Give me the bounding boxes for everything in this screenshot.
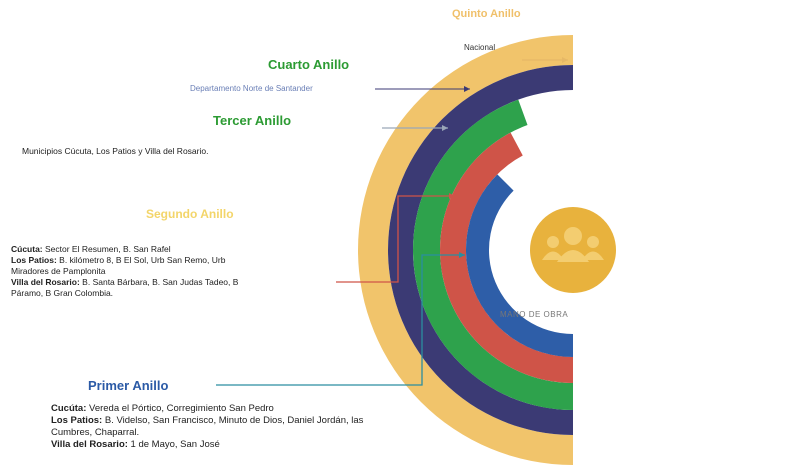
primer-line-1-text: Vereda el Pórtico, Corregimiento San Ped… bbox=[86, 403, 274, 414]
segundo-line-1-label: Cúcuta: bbox=[11, 244, 43, 254]
segundo-anillo-title: Segundo Anillo bbox=[146, 207, 234, 221]
cuarto-anillo-desc: Departamento Norte de Santander bbox=[190, 84, 313, 93]
primer-line-2-text: B. Videlso, San Francisco, Minuto de Dio… bbox=[102, 415, 364, 426]
ring-segundo bbox=[439, 132, 573, 383]
primer-line-4-text: 1 de Mayo, San José bbox=[127, 439, 220, 450]
segundo-line-3: Miradores de Pamplonita bbox=[11, 266, 238, 277]
arrowhead-primer bbox=[459, 252, 465, 258]
primer-line-1-label: Cucúta: bbox=[51, 403, 87, 414]
cuarto-anillo-title: Cuarto Anillo bbox=[268, 57, 350, 72]
arrowhead-quinto bbox=[562, 57, 568, 63]
primer-line-3: Cumbres, Chaparral. bbox=[51, 427, 363, 439]
segundo-line-4-label: Villa del Rosario: bbox=[11, 277, 80, 287]
primer-line-2: Los Patios: B. Videlso, San Francisco, M… bbox=[51, 415, 363, 427]
ring-cuarto bbox=[388, 65, 573, 435]
segundo-line-1: Cúcuta: Sector El Resumen, B. San Rafel bbox=[11, 244, 238, 255]
quinto-anillo-title: Quinto Anillo bbox=[452, 8, 521, 20]
primer-line-3-text: Cumbres, Chaparral. bbox=[51, 427, 140, 438]
segundo-anillo-details: Cúcuta: Sector El Resumen, B. San Rafel … bbox=[11, 244, 238, 299]
primer-line-2-label: Los Patios: bbox=[51, 415, 103, 426]
tercer-anillo-desc: Municipios Cúcuta, Los Patios y Villa de… bbox=[22, 146, 209, 156]
connector-primer bbox=[216, 254, 465, 386]
primer-line-1: Cucúta: Vereda el Pórtico, Corregimiento… bbox=[51, 403, 363, 415]
primer-line-4: Villa del Rosario: 1 de Mayo, San José bbox=[51, 439, 363, 451]
segundo-line-2-text: B. kilómetro 8, B El Sol, Urb San Remo, … bbox=[56, 255, 226, 265]
primer-anillo-details: Cucúta: Vereda el Pórtico, Corregimiento… bbox=[51, 403, 363, 451]
segundo-line-1-text: Sector El Resumen, B. San Rafel bbox=[42, 244, 171, 254]
center-label: MANO DE OBRA bbox=[500, 310, 569, 319]
ring-layer bbox=[358, 35, 573, 465]
segundo-line-4: Villa del Rosario: B. Santa Bárbara, B. … bbox=[11, 277, 238, 288]
arrowhead-tercer bbox=[442, 125, 448, 131]
arrowhead-segundo bbox=[449, 193, 455, 199]
segundo-line-4-text: B. Santa Bárbara, B. San Judas Tadeo, B bbox=[79, 277, 239, 287]
connector-segundo bbox=[336, 195, 455, 283]
segundo-line-2: Los Patios: B. kilómetro 8, B El Sol, Ur… bbox=[11, 255, 238, 266]
tercer-anillo-title: Tercer Anillo bbox=[213, 113, 292, 128]
primer-anillo-title: Primer Anillo bbox=[88, 378, 169, 393]
segundo-line-3-text: Miradores de Pamplonita bbox=[11, 266, 106, 276]
connector-layer bbox=[216, 57, 568, 386]
ring-tercer bbox=[412, 99, 573, 411]
segundo-line-5: Páramo, B Gran Colombia. bbox=[11, 288, 238, 299]
segundo-line-2-label: Los Patios: bbox=[11, 255, 57, 265]
segundo-line-5-text: Páramo, B Gran Colombia. bbox=[11, 288, 114, 298]
ring-primer bbox=[465, 174, 573, 357]
ring-quinto bbox=[358, 35, 573, 465]
arrowhead-cuarto bbox=[464, 86, 470, 92]
primer-line-4-label: Villa del Rosario: bbox=[51, 439, 128, 450]
people-group-icon bbox=[542, 227, 604, 262]
quinto-anillo-desc: Nacional bbox=[464, 43, 496, 52]
